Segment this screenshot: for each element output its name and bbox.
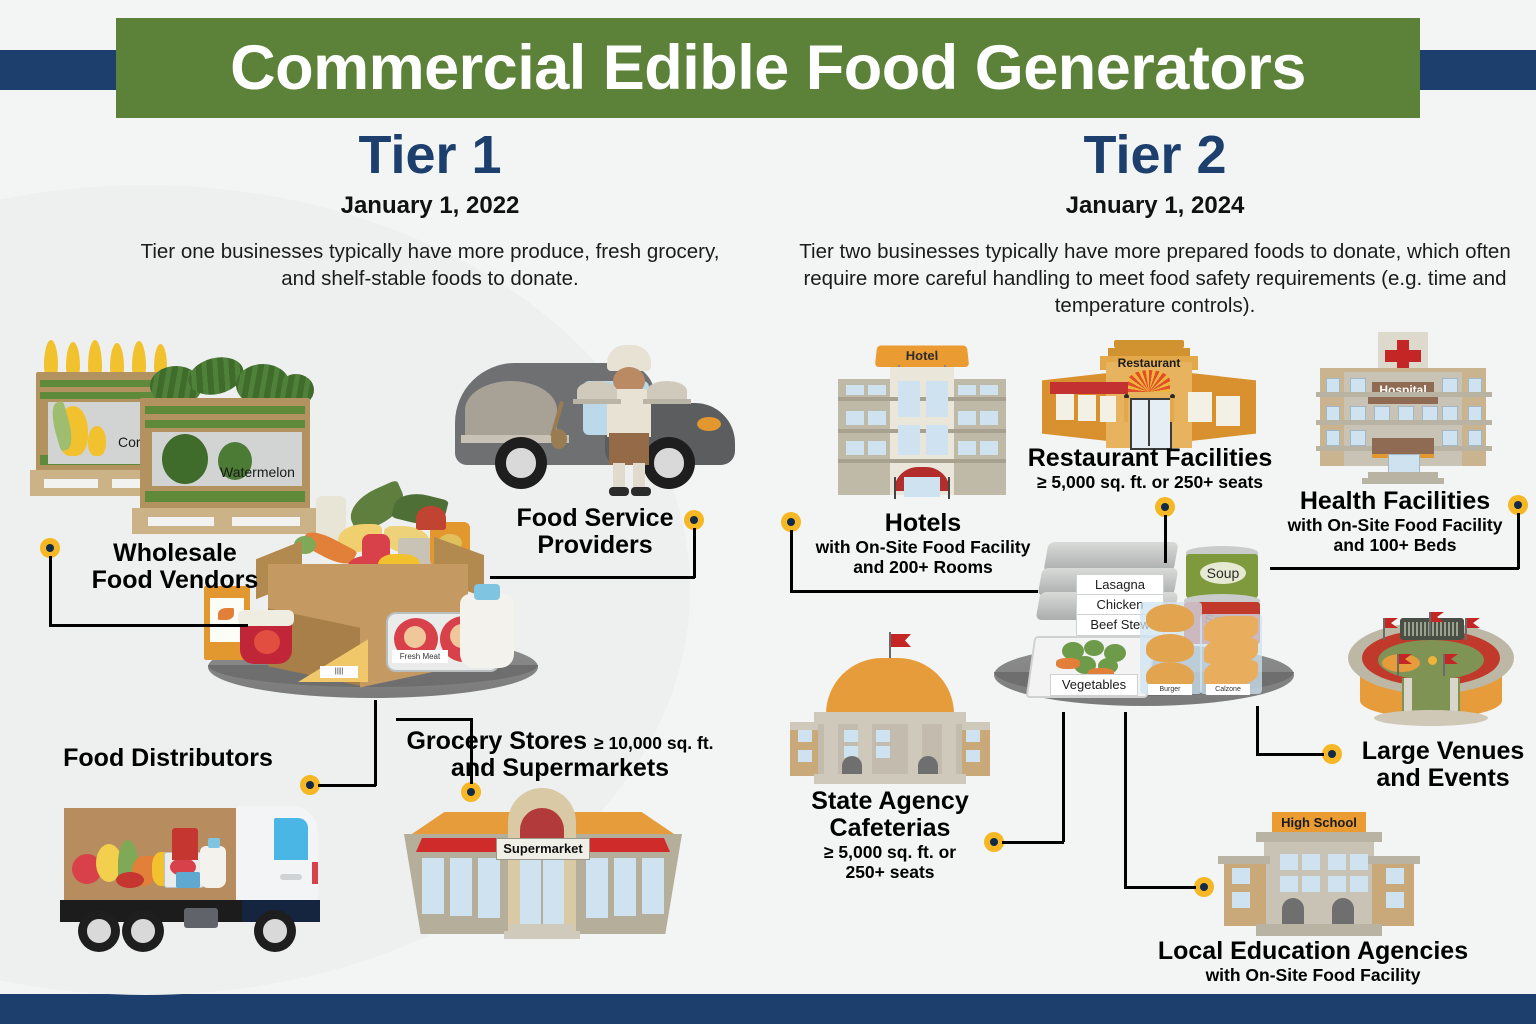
label-state-agency-cafeterias: State Agency Cafeterias ≥ 5,000 sq. ft. … <box>780 787 1000 883</box>
label-large-venues-and-events: Large Venues and Events <box>1348 738 1536 792</box>
label-restaurant-facilities: Restaurant Facilities ≥ 5,000 sq. ft. or… <box>990 444 1310 493</box>
hotel-sign: Hotel <box>874 345 970 368</box>
grocery-stores-qualifier: ≥ 10,000 sq. ft. <box>594 733 714 753</box>
stadium-illustration <box>1340 612 1520 737</box>
connector-line-lv-v <box>1256 706 1259 755</box>
local-education-line1: Local Education Agencies <box>1157 937 1469 965</box>
watermelon-crate-label: Watermelon <box>220 464 295 480</box>
label-wholesale-food-vendors: Wholesale Food Vendors <box>60 540 290 594</box>
hotel-illustration: Hotel <box>832 345 1012 510</box>
connector-dot-food-service-providers <box>684 510 704 530</box>
tier2-date: January 1, 2024 <box>1065 192 1245 219</box>
connector-line-rf-v <box>1164 515 1167 563</box>
connector-line-lea-v <box>1124 712 1127 888</box>
label-grocery-stores-supermarkets: Grocery Stores ≥ 10,000 sq. ft. and Supe… <box>390 728 730 782</box>
tier1-heading-block: Tier 1 January 1, 2022 Tier one business… <box>130 128 730 292</box>
large-venues-line1b: and Events <box>1376 764 1510 792</box>
connector-line-hotels-h <box>790 590 1038 593</box>
connector-line-wholesale-h <box>49 624 248 627</box>
health-facilities-line1: Health Facilities <box>1299 487 1491 515</box>
connector-dot-grocery-stores <box>461 782 481 802</box>
label-health-facilities: Health Facilities with On-Site Food Faci… <box>1275 487 1515 556</box>
connector-line-hf-v <box>1517 513 1520 569</box>
connector-line-fsp-v <box>693 528 696 578</box>
tier2-description: Tier two businesses typically have more … <box>799 240 1511 318</box>
tier1-description: Tier one businesses typically have more … <box>140 240 720 291</box>
vegetables-tray-label: Vegetables <box>1050 674 1138 696</box>
label-food-distributors: Food Distributors <box>58 745 278 772</box>
supermarket-sign: Supermarket <box>496 838 590 860</box>
local-education-qualifier2: with On-Site Food Facility <box>1205 965 1421 985</box>
tier2-name: Tier 2 <box>1083 125 1227 185</box>
tier2-heading-block: Tier 2 January 1, 2024 Tier two business… <box>790 128 1520 319</box>
fresh-meat-label: Fresh Meat <box>392 650 448 663</box>
grocery-stores-line2: and Supermarkets <box>450 754 670 782</box>
connector-line-sa-h <box>1002 841 1064 844</box>
label-local-education-agencies: Local Education Agencies with On-Site Fo… <box>1148 937 1478 986</box>
connector-dot-local-education <box>1194 877 1214 897</box>
connector-line-wholesale-v <box>49 556 52 626</box>
prepared-food-platter-illustration: Lasagna Chicken Beef Stew Vegetables Sou… <box>988 540 1298 730</box>
watermelon-crate-illustration: Watermelon <box>128 351 318 534</box>
restaurant-facilities-qualifier2: ≥ 5,000 sq. ft. or 250+ seats <box>1036 472 1264 492</box>
high-school-illustration: High School <box>1218 812 1434 940</box>
food-service-providers-line1: Food Service <box>516 504 674 532</box>
connector-line-hotels-v <box>790 530 793 592</box>
connector-line-gs-h <box>396 718 472 721</box>
tier1-name: Tier 1 <box>358 125 502 185</box>
connector-line-gs-v <box>470 718 473 784</box>
high-school-sign: High School <box>1272 812 1366 834</box>
lasagna-tray-label: Lasagna <box>1076 574 1164 596</box>
connector-dot-restaurant-facilities <box>1155 497 1175 517</box>
connector-dot-wholesale-food-vendors <box>40 538 60 558</box>
hotels-qualifier3: and 200+ Rooms <box>853 557 993 578</box>
connector-line-fd-v <box>374 700 377 786</box>
grocery-stores-line1: Grocery Stores ≥ 10,000 sq. ft. <box>390 728 730 755</box>
food-service-van-illustration <box>455 345 740 510</box>
grocery-box-illustration: ||||| Fresh Meat <box>198 479 558 720</box>
state-agency-qualifier3: 250+ seats <box>845 862 935 883</box>
state-agency-qualifier2: ≥ 5,000 sq. ft. or <box>823 842 957 862</box>
connector-line-lv-h <box>1256 753 1324 756</box>
connector-dot-health-facilities <box>1508 495 1528 515</box>
state-agency-line1: State Agency <box>811 787 969 815</box>
hotels-qualifier2: with On-Site Food Facility <box>815 537 1031 557</box>
food-distributors-line1: Food Distributors <box>63 744 273 772</box>
hospital-illustration: Hospital <box>1316 332 1492 484</box>
food-service-providers-line2: Providers <box>537 531 653 559</box>
connector-line-sa-v <box>1062 712 1065 842</box>
health-facilities-qualifier3: and 100+ Beds <box>1333 535 1457 556</box>
connector-line-lea-h <box>1124 886 1196 889</box>
restaurant-illustration: Restaurant <box>1036 340 1262 458</box>
connector-dot-hotels <box>781 512 801 532</box>
grocery-stores-main: Grocery Stores <box>406 727 588 755</box>
connector-dot-large-venues <box>1322 744 1342 764</box>
state-agency-line1b: Cafeterias <box>829 814 951 842</box>
capitol-illustration <box>790 630 990 790</box>
label-food-service-providers: Food Service Providers <box>480 505 710 559</box>
hotels-line1: Hotels <box>884 509 962 537</box>
wholesale-food-vendors-line2: Food Vendors <box>91 566 259 594</box>
supermarket-illustration: Supermarket <box>398 782 688 942</box>
label-hotels: Hotels with On-Site Food Facility and 20… <box>808 509 1038 578</box>
connector-line-fd-h <box>318 784 376 787</box>
connector-line-hf-h <box>1270 567 1519 570</box>
food-distributor-truck-illustration <box>56 800 356 952</box>
tier1-date: January 1, 2022 <box>340 192 520 219</box>
connector-line-fsp-h <box>490 576 695 579</box>
bottom-accent-bar <box>0 994 1536 1024</box>
soup-green-label: Soup <box>1200 562 1246 584</box>
restaurant-facilities-line1: Restaurant Facilities <box>1027 444 1273 472</box>
page-title: Commercial Edible Food Generators <box>230 33 1306 103</box>
connector-dot-state-agency <box>984 832 1004 852</box>
title-banner: Commercial Edible Food Generators <box>116 18 1420 118</box>
health-facilities-qualifier2: with On-Site Food Facility <box>1287 515 1503 535</box>
large-venues-line1: Large Venues <box>1361 737 1525 765</box>
restaurant-sign: Restaurant <box>1117 356 1181 370</box>
wholesale-food-vendors-line1: Wholesale <box>113 539 237 567</box>
connector-dot-food-distributors <box>300 775 320 795</box>
